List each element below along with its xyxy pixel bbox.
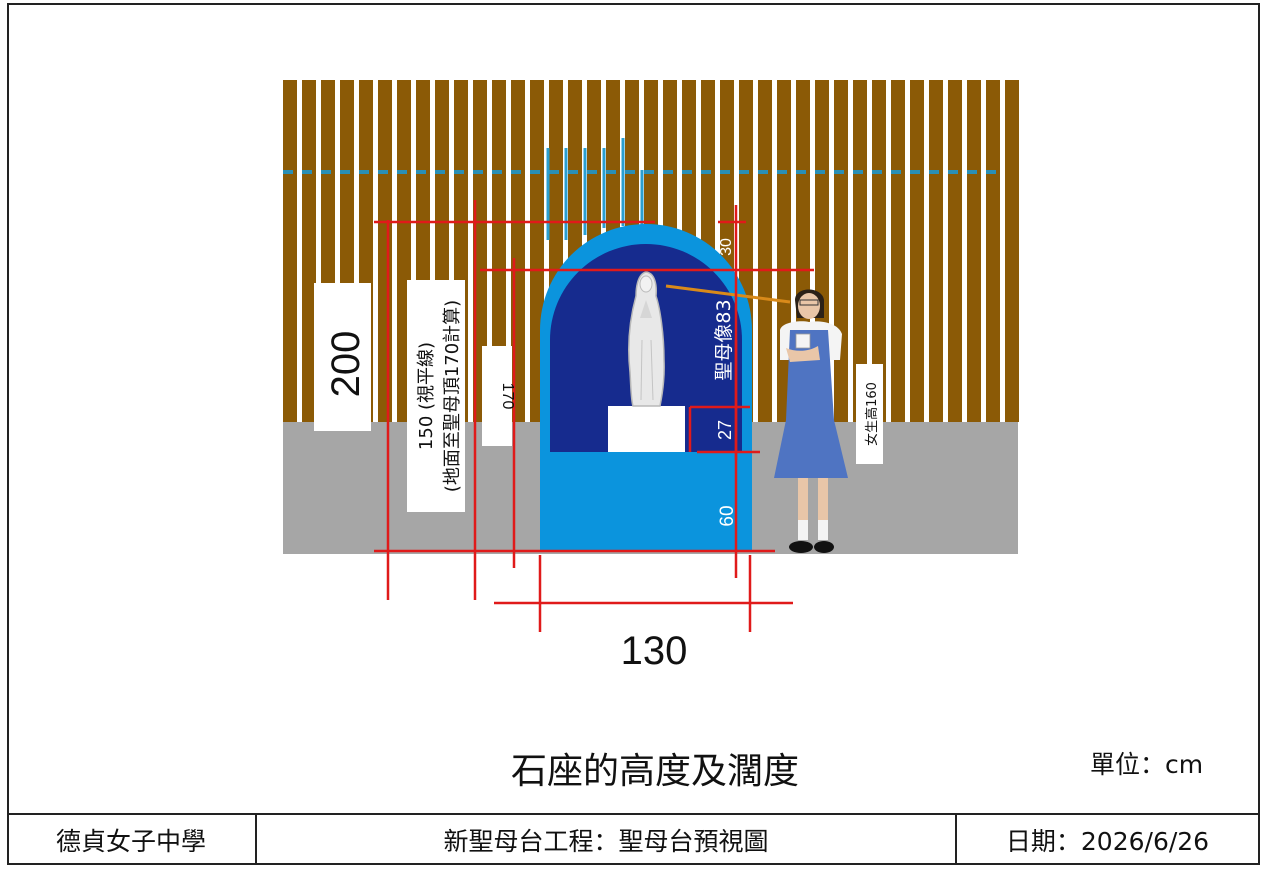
dim-150-eye-level: 150 (視平線) <box>416 342 437 450</box>
dim-150-note: (地面至聖母頂170計算) <box>442 300 463 492</box>
drawing-frame <box>7 3 1260 865</box>
sight-line <box>665 284 791 304</box>
label-box-150 <box>407 280 465 512</box>
wooden-slat <box>834 80 848 422</box>
drawing-caption: 石座的高度及濶度 <box>510 751 799 792</box>
wooden-slat <box>283 80 297 422</box>
wooden-slat <box>967 80 981 422</box>
statue-of-mary <box>628 271 665 407</box>
wooden-slat <box>758 80 772 422</box>
project-title: 新聖母台工程：聖母台預視圖 <box>257 815 957 865</box>
wooden-slat <box>929 80 943 422</box>
wooden-slat <box>378 80 392 422</box>
blue-accents <box>546 138 644 240</box>
wooden-slat <box>853 80 867 422</box>
unit-label: 單位：cm <box>1090 750 1204 779</box>
dim-27: 27 <box>715 420 735 440</box>
label-box-170 <box>482 346 512 446</box>
dimension-lines <box>374 200 814 632</box>
title-block: 德貞女子中學 新聖母台工程：聖母台預視圖 日期：2026/6/26 <box>7 813 1260 865</box>
wooden-slat <box>910 80 924 422</box>
drawing-date: 日期：2026/6/26 <box>1005 827 1210 856</box>
dim-200: 200 <box>324 331 368 398</box>
dim-160-student: 女生高160 <box>864 382 880 446</box>
label-box-200 <box>314 283 371 431</box>
dim-30: 30 <box>718 238 735 256</box>
dim-60: 60 <box>717 505 738 526</box>
student-figure <box>774 289 848 553</box>
dim-130: 130 <box>621 629 688 673</box>
wooden-slat <box>492 80 506 422</box>
school-name: 德貞女子中學 <box>7 815 257 865</box>
dim-83-statue: 聖母像83 <box>713 299 735 380</box>
wooden-slat <box>986 80 1000 422</box>
statue-plinth <box>608 406 685 452</box>
label-box-160 <box>856 364 883 464</box>
wooden-slat <box>302 80 316 422</box>
wooden-slat <box>891 80 905 422</box>
wooden-slat <box>948 80 962 422</box>
wooden-slat <box>1005 80 1019 422</box>
wooden-slat <box>872 80 886 422</box>
dim-170: 170 <box>499 383 516 410</box>
wooden-slat <box>473 80 487 422</box>
